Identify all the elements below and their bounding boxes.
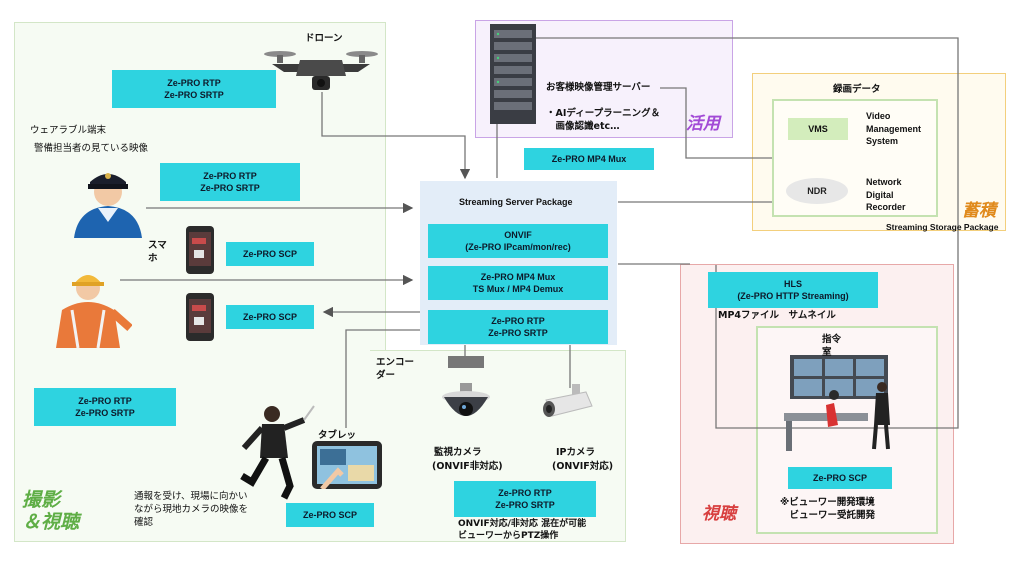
protocol-srtp: Ze-PRO SRTP [164, 90, 224, 100]
drone-protocol-box: Ze-PRO RTP Ze-PRO SRTP [112, 70, 276, 108]
scp-label: Ze-PRO SCP [242, 311, 297, 322]
camera-protocol-box: Ze-PRO RTP Ze-PRO SRTP [454, 481, 596, 517]
ip-camera-label: IPカメラ [556, 447, 595, 458]
bullet-camera-icon [543, 384, 593, 417]
server-package-title: Streaming Server Package [459, 197, 573, 207]
protocol-srtp: Ze-PRO SRTP [200, 183, 260, 193]
protocol-srtp: Ze-PRO SRTP [75, 408, 135, 418]
server-rack-icon [490, 24, 536, 124]
vms-full-name: Video Management System [866, 111, 922, 147]
vms-abbr: VMS [808, 124, 828, 134]
protocol-rtp: Ze-PRO RTP [78, 395, 132, 406]
server-rtp-box: Ze-PRO RTP Ze-PRO SRTP [428, 310, 608, 344]
mux-label: Ze-PRO MP4 Mux [480, 271, 556, 282]
encoder-device [448, 356, 484, 368]
tablet-label: タブレッ [318, 430, 357, 441]
protocol-srtp: Ze-PRO SRTP [495, 500, 555, 510]
storage-package-label: Streaming Storage Package [886, 222, 999, 232]
dome-camera-icon [442, 383, 490, 416]
protocol-rtp: Ze-PRO RTP [203, 170, 257, 181]
scp-box-1: Ze-PRO SCP [226, 242, 314, 266]
surveillance-camera-label: 監視カメラ [434, 447, 482, 458]
left-protocol-box: Ze-PRO RTP Ze-PRO SRTP [34, 388, 176, 426]
vms-box: VMS [788, 118, 848, 140]
ip-camera-sublabel: (ONVIF対応) [552, 461, 614, 472]
mp4mux-box: Ze-PRO MP4 Mux [524, 148, 654, 170]
protocol-rtp: Ze-PRO RTP [491, 315, 545, 326]
store-region-title: 蓄積 [962, 201, 996, 221]
wearable-sublabel: 警備担当者の見ている映像 [34, 143, 149, 154]
recording-data-title: 録画データ [833, 84, 881, 95]
drone-label: ドローン [305, 33, 343, 44]
server-onvif-box: ONVIF (Ze-PRO IPcam/mon/rec) [428, 224, 608, 258]
command-room-label: 指令 室 [822, 334, 842, 358]
onvif-label: ONVIF [504, 229, 532, 240]
drone-icon [264, 51, 378, 90]
report-text: 通報を受け、現場に向かい ながら現地カメラの映像を 確認 [134, 491, 249, 528]
view-scp-box: Ze-PRO SCP [788, 467, 892, 489]
view-region-title: 視聴 [702, 504, 736, 524]
scp-box-2: Ze-PRO SCP [226, 305, 314, 329]
command-room-icon [784, 355, 890, 451]
smartphone-icon [186, 226, 214, 274]
scp-label: Ze-PRO SCP [812, 472, 867, 483]
tablet-scp-box: Ze-PRO SCP [286, 503, 374, 527]
mp4mux-label: Ze-PRO MP4 Mux [551, 153, 627, 164]
protocol-rtp: Ze-PRO RTP [498, 487, 552, 498]
encoder-label: エンコー ダー [376, 357, 415, 381]
worker-icon [56, 275, 132, 349]
protocol-rtp: Ze-PRO RTP [167, 77, 221, 88]
surveillance-camera-sublabel: (ONVIF非対応) [432, 461, 503, 472]
hls-box: HLS (Ze-PRO HTTP Streaming) [708, 272, 878, 308]
onvif-sublabel: (Ze-PRO IPcam/mon/rec) [465, 242, 571, 252]
scp-label: Ze-PRO SCP [242, 248, 297, 259]
ndr-abbr: NDR [807, 186, 827, 196]
wearable-label: ウェアラブル端末 [30, 125, 107, 136]
customer-server-detail: ・AIディープラーニング＆ 画像認識etc… [546, 108, 661, 132]
smartphone-label: スマ ホ [148, 240, 167, 264]
smartphone-icon-2 [186, 293, 214, 341]
hls-label: HLS [784, 278, 802, 289]
ndr-full-name: Network Digital Recorder [866, 177, 906, 213]
hls-sublabel: (Ze-PRO HTTP Streaming) [737, 291, 849, 301]
camera-note: ONVIF対応/非対応 混在が可能 ビューワーからPTZ操作 [458, 519, 587, 542]
ndr-ellipse: NDR [786, 178, 848, 204]
customer-server-title: お客様映像管理サーバー [546, 82, 651, 93]
security-guard-icon [74, 173, 142, 238]
capture-region-title: 撮影 ＆視聴 [22, 489, 80, 533]
tablet-icon [312, 441, 382, 489]
mux-sublabel: TS Mux / MP4 Demux [472, 284, 564, 294]
viewer-note: ※ビューワー開発環境 ビューワー受託開発 [780, 497, 876, 521]
protocol-srtp: Ze-PRO SRTP [488, 328, 548, 338]
utilize-region-title: 活用 [686, 114, 720, 134]
server-mux-box: Ze-PRO MP4 Mux TS Mux / MP4 Demux [428, 266, 608, 300]
wearable-protocol-box: Ze-PRO RTP Ze-PRO SRTP [160, 163, 300, 201]
scp-label: Ze-PRO SCP [302, 509, 357, 520]
running-man-icon [240, 405, 315, 500]
hls-sub-label: MP4ファイル サムネイル [718, 310, 836, 321]
